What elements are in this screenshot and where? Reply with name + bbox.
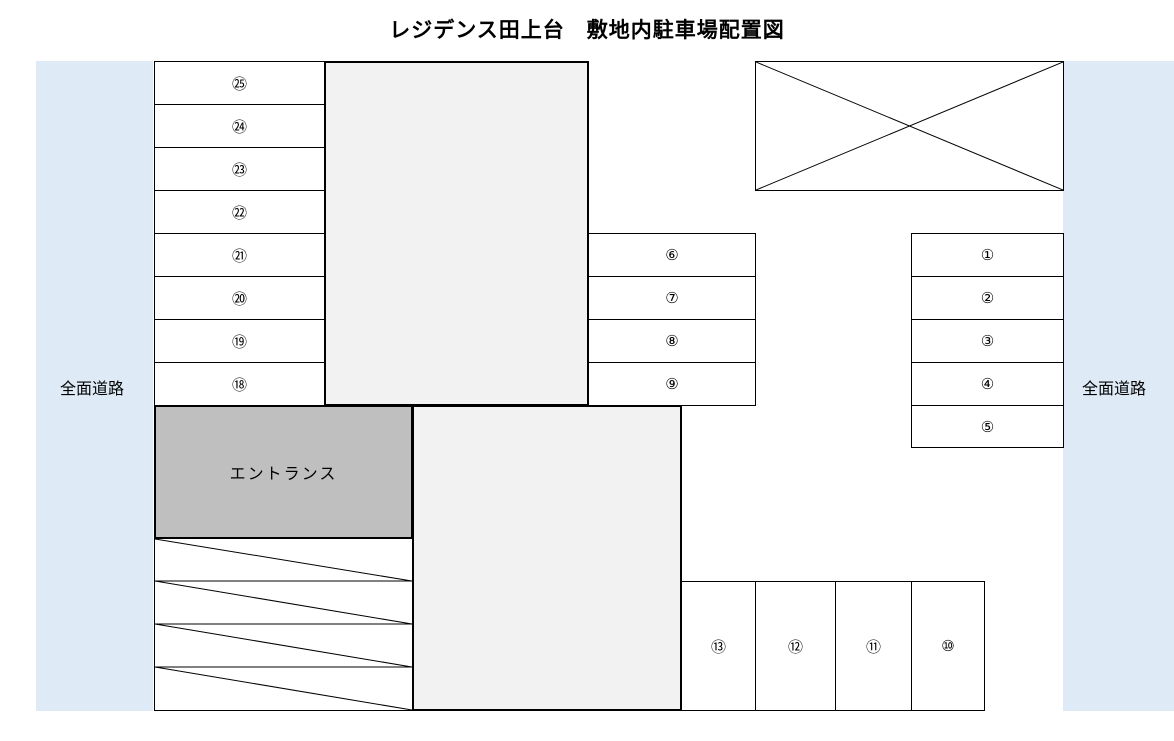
parking-slot-7: ⑦: [588, 276, 756, 320]
hatch-lines: [155, 539, 412, 710]
parking-slot-3: ③: [911, 319, 1064, 363]
road-left-label: 全面道路: [60, 379, 125, 398]
building-upper: [324, 61, 589, 406]
diagram-title: レジデンス田上台 敷地内駐車場配置図: [389, 18, 785, 42]
road-right-label: 全面道路: [1082, 379, 1147, 398]
parking-slot-5: ⑤: [911, 405, 1064, 448]
parking-slot-4: ④: [911, 362, 1064, 406]
parking-slot-2: ②: [911, 276, 1064, 320]
parking-slot-23: ㉓: [154, 147, 325, 191]
parking-slot-11: ⑪: [835, 581, 912, 711]
building-lower: [412, 405, 682, 711]
road-right: [1063, 61, 1174, 711]
parking-slot-18: ⑱: [154, 362, 325, 406]
parking-slot-13: ⑬: [681, 581, 756, 711]
entrance-label: エントランス: [229, 464, 338, 483]
parking-slot-8: ⑧: [588, 319, 756, 363]
hatched-area: [154, 538, 413, 711]
parking-slot-21: ㉑: [154, 233, 325, 277]
parking-slot-22: ㉒: [154, 190, 325, 234]
parking-slot-25: ㉕: [154, 61, 325, 105]
parking-slot-9: ⑨: [588, 362, 756, 406]
unavailable-area-crossed: [755, 61, 1064, 191]
parking-slot-10: ⑩: [911, 581, 985, 711]
parking-slot-6: ⑥: [588, 233, 756, 277]
parking-slot-20: ⑳: [154, 276, 325, 320]
parking-slot-12: ⑫: [755, 581, 836, 711]
parking-slot-19: ⑲: [154, 319, 325, 363]
entrance-area: エントランス: [154, 405, 413, 539]
parking-slot-1: ①: [911, 233, 1064, 277]
parking-slot-24: ㉔: [154, 104, 325, 148]
cross-mark-icon: [756, 62, 1063, 190]
road-left: [36, 61, 153, 711]
